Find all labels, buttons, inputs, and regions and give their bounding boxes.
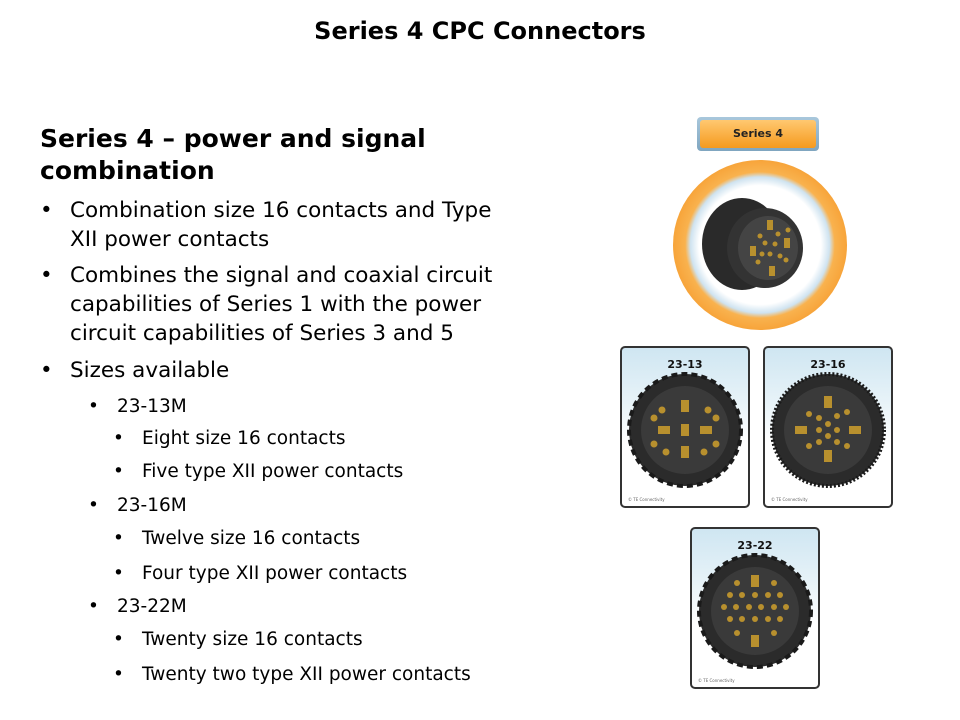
bullet-glyph: • xyxy=(113,528,124,549)
slide-title: Series 4 CPC Connectors xyxy=(314,17,646,45)
bullet-glyph: • xyxy=(113,461,124,482)
bullet-glyph: • xyxy=(40,358,53,383)
connector-23-13-image xyxy=(627,372,743,488)
bullet-glyph: • xyxy=(88,495,99,516)
connector-23-16-image xyxy=(770,372,886,488)
card-23-13: 23-13 © TE Connectivity xyxy=(620,346,750,508)
copyright-text: © TE Connectivity xyxy=(698,678,735,683)
size-item: Twenty size 16 contacts xyxy=(142,629,363,650)
copyright-text: © TE Connectivity xyxy=(771,497,808,502)
bullet-3-line1: Sizes available xyxy=(70,358,230,383)
badge-label: Series 4 xyxy=(700,120,816,148)
bullet-glyph: • xyxy=(113,563,124,584)
section-heading-line1: Series 4 – power and signal xyxy=(40,124,426,153)
bullet-2-line2: capabilities of Series 1 with the power xyxy=(70,292,482,317)
bullet-glyph: • xyxy=(40,198,53,223)
card-label: 23-13 xyxy=(667,358,703,371)
bullet-glyph: • xyxy=(88,596,99,617)
series-4-connector-image xyxy=(673,160,847,330)
bullet-glyph: • xyxy=(88,396,99,417)
card-label: 23-22 xyxy=(737,539,773,552)
connector-23-22-image xyxy=(697,553,813,669)
card-label: 23-16 xyxy=(810,358,846,371)
size-item: Twenty two type XII power contacts xyxy=(142,664,471,685)
copyright-text: © TE Connectivity xyxy=(628,497,665,502)
card-23-16: 23-16 © TE Connectivity xyxy=(763,346,893,508)
bullet-glyph: • xyxy=(113,428,124,449)
size-23-22m: 23-22M xyxy=(117,596,187,617)
bullet-glyph: • xyxy=(113,664,124,685)
bullet-2-line1: Combines the signal and coaxial circuit xyxy=(70,263,493,288)
bullet-glyph: • xyxy=(113,629,124,650)
bullet-2-line3: circuit capabilities of Series 3 and 5 xyxy=(70,321,454,346)
section-heading-line2: combination xyxy=(40,156,215,185)
size-item: Twelve size 16 contacts xyxy=(142,528,361,549)
size-23-16m: 23-16M xyxy=(117,495,187,516)
size-item: Eight size 16 contacts xyxy=(142,428,346,449)
series-4-badge: Series 4 xyxy=(697,117,819,151)
bullet-glyph: • xyxy=(40,263,53,288)
size-item: Four type XII power contacts xyxy=(142,563,408,584)
size-item: Five type XII power contacts xyxy=(142,461,404,482)
card-23-22: 23-22 © TE Connectivity xyxy=(690,527,820,689)
size-23-13m: 23-13M xyxy=(117,396,187,417)
bullet-1-line2: XII power contacts xyxy=(70,227,270,252)
bullet-1-line1: Combination size 16 contacts and Type xyxy=(70,198,492,223)
